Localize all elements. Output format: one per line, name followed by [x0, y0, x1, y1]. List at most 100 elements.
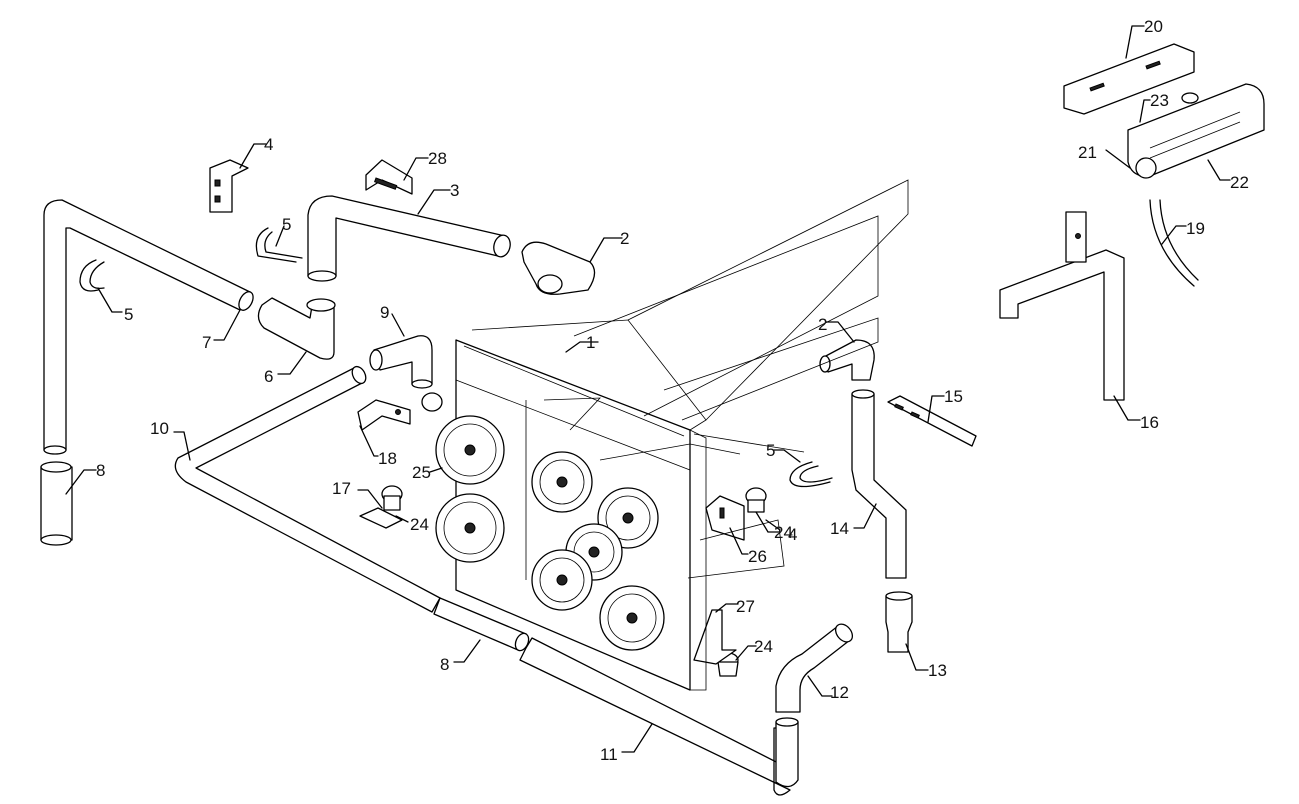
- callout-label: 18: [378, 449, 397, 468]
- callout-label: 10: [150, 419, 169, 438]
- callout-2-right: 2: [818, 315, 855, 343]
- mount-18-knob: [421, 392, 443, 412]
- callout-24-right: 24: [765, 519, 793, 542]
- bracket-17: [359, 507, 403, 529]
- elbow-hose-2-right: [819, 339, 875, 381]
- callout-17: 17: [332, 479, 383, 509]
- callout-label: 1: [586, 333, 595, 352]
- callout-label: 5: [124, 305, 133, 324]
- elbow-hose-2-top: [521, 241, 596, 295]
- callout-label: 21: [1078, 143, 1097, 162]
- callout-label: 15: [944, 387, 963, 406]
- callout-5-top: 5: [275, 215, 291, 247]
- mount-24-right: [745, 487, 767, 513]
- fan-6: [531, 549, 593, 611]
- callout-16: 16: [1113, 395, 1159, 432]
- hose-19: [1149, 199, 1199, 287]
- callout-19: 19: [1161, 219, 1205, 245]
- callout-label: 22: [1230, 173, 1249, 192]
- bracket-4: [209, 159, 249, 213]
- callout-label: 12: [830, 683, 849, 702]
- callout-label: 27: [736, 597, 755, 616]
- callout-label: 19: [1186, 219, 1205, 238]
- callout-21: 21: [1078, 143, 1131, 169]
- callout-13: 13: [905, 643, 947, 680]
- strap-15: [887, 395, 977, 447]
- callout-11: 11: [600, 723, 653, 764]
- callout-18: 18: [359, 425, 397, 468]
- callout-8-bottom: 8: [440, 639, 481, 674]
- hose-9: [369, 335, 433, 389]
- callout-label: 9: [380, 303, 389, 322]
- callout-8-left: 8: [65, 461, 105, 495]
- callout-5-left: 5: [97, 287, 133, 324]
- callout-27: 27: [715, 597, 755, 616]
- callout-20: 20: [1125, 17, 1163, 59]
- bracket-26: [705, 495, 745, 541]
- callout-5-right: 5: [766, 441, 801, 463]
- pipe-10: [174, 365, 441, 613]
- callout-24-left: 24: [395, 515, 429, 534]
- callout-label: 24: [410, 515, 429, 534]
- fan-7: [599, 585, 665, 651]
- fan-3: [531, 451, 593, 513]
- callout-3: 3: [417, 181, 459, 215]
- callout-label: 8: [440, 655, 449, 674]
- callout-label: 14: [830, 519, 849, 538]
- callout-25: 25: [412, 463, 443, 482]
- callout-14: 14: [830, 503, 877, 538]
- callout-label: 2: [818, 315, 827, 334]
- callout-label: 6: [264, 367, 273, 386]
- pipe-14: [851, 389, 907, 579]
- fan-2: [435, 493, 505, 563]
- callout-6: 6: [264, 351, 307, 386]
- callout-15: 15: [927, 387, 963, 423]
- u-bolt-5-left: [79, 259, 105, 292]
- callout-label: 11: [600, 745, 618, 764]
- callout-label: 7: [202, 333, 211, 352]
- callout-label: 24: [754, 637, 773, 656]
- callout-label: 5: [282, 215, 291, 234]
- pipe-7: [43, 199, 254, 455]
- callout-12: 12: [807, 675, 849, 702]
- elbow-hose-6: [257, 297, 336, 360]
- callout-26: 26: [729, 527, 767, 566]
- callout-23: 23: [1139, 91, 1169, 123]
- callout-label: 25: [412, 463, 431, 482]
- bracket-20: [1063, 43, 1195, 115]
- callout-label: 26: [748, 547, 767, 566]
- callout-7: 7: [202, 309, 241, 352]
- callout-label: 4: [788, 525, 797, 544]
- callout-2-top: 2: [589, 229, 629, 263]
- callout-label: 13: [928, 661, 947, 680]
- fan-1: [435, 415, 505, 485]
- callout-label: 2: [620, 229, 629, 248]
- callout-label: 16: [1140, 413, 1159, 432]
- callout-4-right: 4: [755, 511, 797, 544]
- callout-label: 24: [774, 523, 793, 542]
- bracket-27: [693, 609, 737, 665]
- callout-label: 28: [428, 149, 447, 168]
- callout-label: 23: [1150, 91, 1169, 110]
- callout-label: 17: [332, 479, 351, 498]
- callout-9: 9: [380, 303, 405, 337]
- pipe-11: [519, 637, 799, 796]
- bracket-28: [365, 159, 413, 195]
- frame-16: [999, 211, 1125, 401]
- u-bolt-5-top: [255, 227, 303, 263]
- coupler-13: [885, 591, 913, 653]
- pipe-8-left: [40, 461, 73, 546]
- callout-22: 22: [1207, 159, 1249, 192]
- bracket-18: [357, 399, 411, 431]
- u-bolt-5-right: [789, 461, 833, 488]
- callout-1: 1: [565, 333, 599, 353]
- callout-label: 4: [264, 135, 273, 154]
- elbow-12: [775, 623, 854, 713]
- pipe-3: [307, 195, 511, 282]
- mount-24-left: [381, 485, 403, 511]
- callout-4-top: 4: [239, 135, 273, 169]
- callout-label: 5: [766, 441, 775, 460]
- callout-label: 20: [1144, 17, 1163, 36]
